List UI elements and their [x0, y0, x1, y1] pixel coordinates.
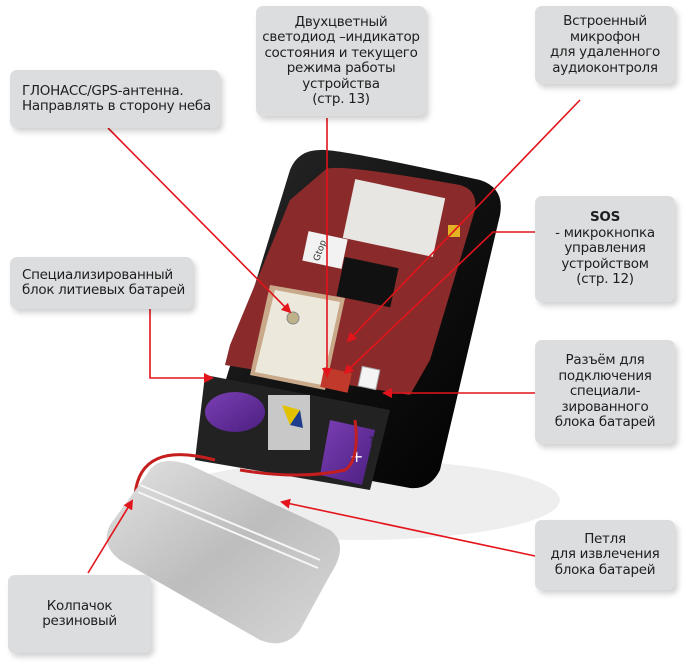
callout-mic [346, 99, 581, 343]
battery-aa-text: AA [367, 435, 379, 450]
label-line: специали- [569, 383, 641, 400]
battery-connector [357, 365, 381, 391]
label-line: блок литиевых батарей [22, 282, 185, 298]
callout-sos [343, 231, 535, 375]
label-sos-button: SOS - микрокнопка управления устройством… [535, 196, 675, 302]
label-line: устройства [302, 75, 380, 92]
gsm-module [342, 179, 446, 257]
label-battery-connector: Разъём для подключения специали- зирован… [535, 340, 675, 444]
label-line: зированного [561, 398, 649, 415]
label-line: Колпачок [46, 597, 113, 614]
processor-chip [336, 256, 399, 308]
label-line: Двухцветный [294, 13, 388, 30]
callout-glonass [107, 127, 292, 314]
label-line: (стр. 13) [312, 91, 370, 107]
label-line: подключения [558, 367, 652, 384]
label-line: блока батарей [554, 561, 656, 578]
label-glonass-antenna: ГЛОНАСС/GPS-антенна. Направлять в сторон… [10, 70, 220, 128]
label-line: для извлечения [550, 546, 660, 563]
label-line: микрофон [569, 28, 641, 45]
label-line: резиновый [42, 613, 117, 629]
gtop-chip [302, 231, 348, 269]
label-line: Направлять в сторону неба [22, 98, 211, 114]
label-line: Встроенный [563, 13, 647, 29]
label-line: состояния и текущего [264, 44, 418, 61]
callout-cap [87, 499, 134, 574]
label-battery-pack: Специализированный блок литиевых батарей [10, 257, 193, 309]
label-microphone: Встроенный микрофон для удаленного аудио… [535, 6, 675, 84]
label-line: для удаленного [550, 44, 660, 60]
label-line: блока батарей [554, 414, 656, 431]
label-line: Разъём для [565, 352, 645, 369]
callout-loop [280, 498, 536, 557]
label-line: Петля [584, 530, 626, 547]
label-line: аудиоконтроля [552, 59, 658, 76]
label-line: ГЛОНАСС/GPS-антенна. [22, 82, 184, 99]
label-led-indicator: Двухцветный светодиод –индикатор состоян… [256, 6, 426, 116]
label-line: устройством [561, 255, 649, 272]
callout-battery [149, 308, 214, 383]
label-line: - микрокнопка [555, 224, 655, 241]
gps-antenna [250, 285, 345, 390]
battery-pack: + AA [195, 375, 390, 490]
label-line: управления [564, 240, 646, 257]
label-line: Специализированный [22, 266, 173, 283]
label-line: светодиод –индикатор [262, 29, 420, 45]
label-line: (стр. 12) [576, 271, 634, 288]
label-extraction-loop: Петля для извлечения блока батарей [535, 520, 675, 590]
label-title: SOS [589, 209, 621, 226]
label-line: режима работы [286, 60, 396, 76]
rubber-cap [106, 461, 341, 644]
callout-lines [87, 99, 581, 574]
label-rubber-cap: Колпачок резиновый [8, 575, 151, 653]
extraction-loop [133, 419, 358, 496]
